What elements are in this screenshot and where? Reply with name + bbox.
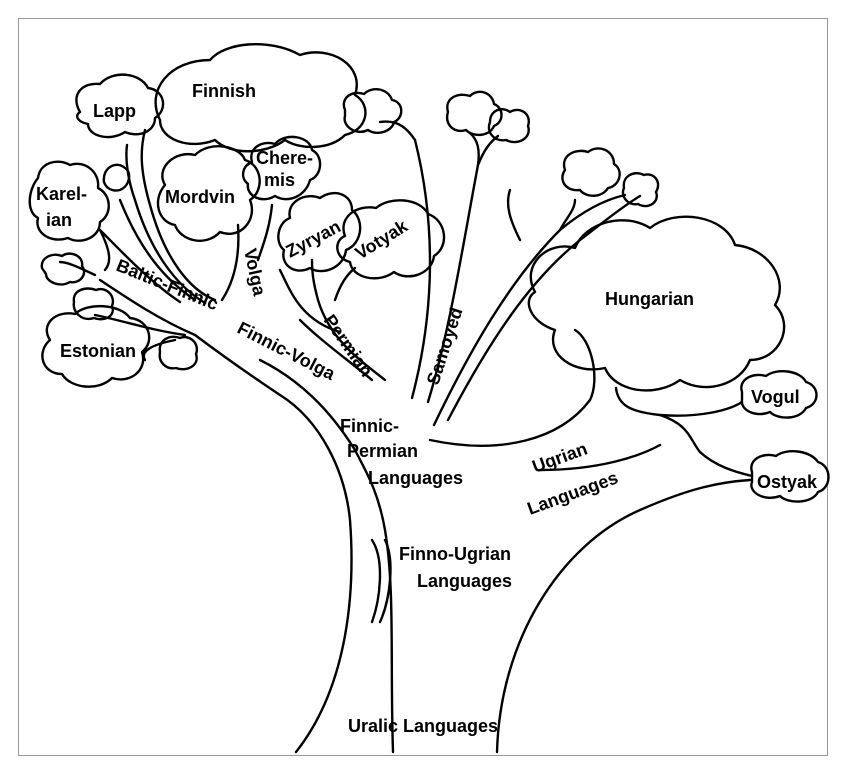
label-finno-ugrian-line2: Languages — [417, 571, 512, 591]
branch-finnic-volga — [98, 128, 274, 305]
label-mordvin: Mordvin — [165, 187, 235, 207]
label-cheremis-line1: Chere- — [256, 148, 313, 168]
label-vogul: Vogul — [751, 387, 800, 407]
label-finnic-permian-line3: Languages — [368, 468, 463, 488]
label-finno-ugrian-line1: Finno-Ugrian — [399, 544, 511, 564]
label-finnic-permian-line1: Finnic- — [340, 416, 399, 436]
label-karelian-line2: ian — [46, 210, 72, 230]
label-volga: Volga — [240, 247, 270, 299]
cloud-hungarian — [527, 215, 786, 392]
cloud-zyryan — [277, 191, 362, 273]
cloud-estonian — [41, 304, 199, 388]
label-finnic-permian-line2: Permian — [347, 441, 418, 461]
label-karelian-line1: Karel- — [36, 184, 87, 204]
cloud-votyak — [336, 199, 446, 280]
cloud-lapp — [75, 73, 165, 139]
cloud-ugrian-twigs — [561, 147, 660, 208]
label-baltic-finnic: Baltic-Finnic — [114, 255, 222, 314]
label-cheremis-line2: mis — [264, 170, 295, 190]
label-ostyak: Ostyak — [757, 472, 818, 492]
cloud-samoyed-twigs — [342, 88, 530, 144]
tree-trunk — [193, 333, 752, 754]
label-uralic-languages: Uralic Languages — [348, 716, 498, 736]
cloud-finnish — [154, 42, 367, 153]
label-zyryan: Zyryan — [282, 216, 344, 261]
label-ugrian-line1: Ugrian — [530, 438, 590, 476]
cloud-karelian — [28, 160, 131, 242]
cloud-cheremis — [241, 135, 322, 201]
label-hungarian: Hungarian — [605, 289, 694, 309]
cloud-vogul — [740, 370, 818, 419]
branch-ugrian — [428, 188, 754, 478]
cloud-ostyak — [750, 450, 830, 503]
label-estonian: Estonian — [60, 341, 136, 361]
label-finnish: Finnish — [192, 81, 256, 101]
label-lapp: Lapp — [93, 101, 136, 121]
cloud-mordvin — [156, 145, 261, 242]
cloud-baltic-twigs — [40, 252, 115, 321]
diagram-frame — [18, 18, 828, 756]
